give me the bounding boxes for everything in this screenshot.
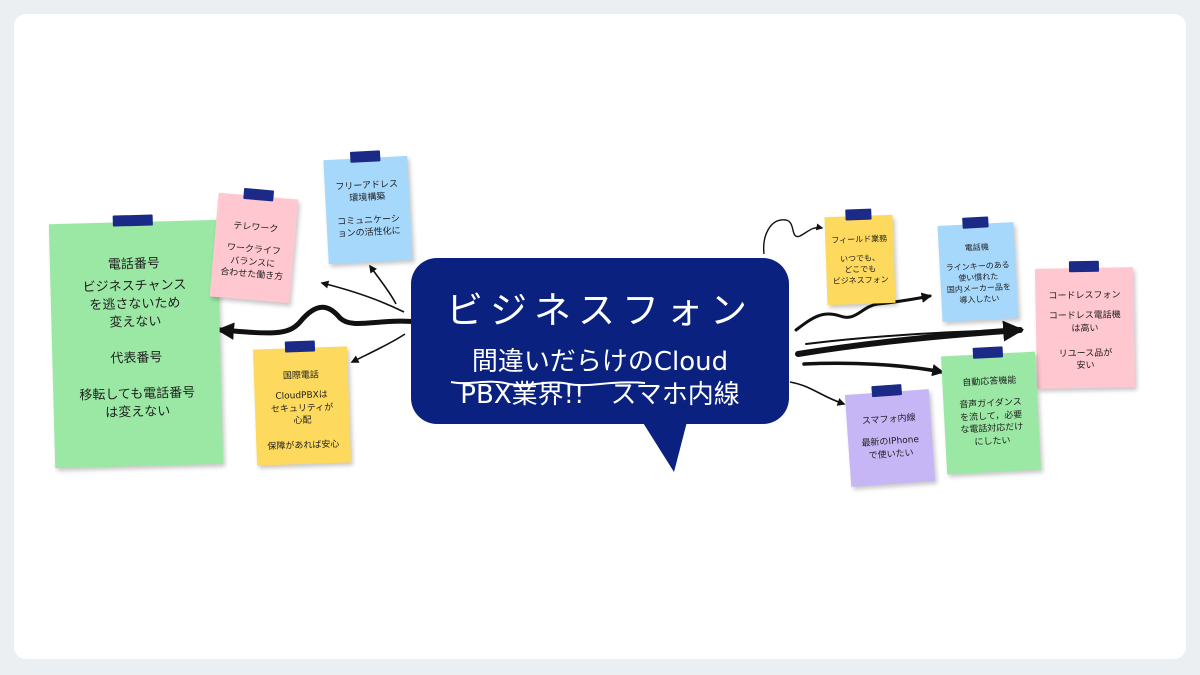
tape bbox=[972, 346, 1004, 359]
note-title: 自動応答機能 bbox=[962, 375, 1017, 389]
tape bbox=[871, 384, 903, 398]
note-smartphone-ext: スマフォ内線 最新のIPhone で使いたい bbox=[844, 384, 936, 487]
tape bbox=[962, 216, 989, 229]
arrow-to-field-work bbox=[763, 219, 824, 255]
note-intl-call: 国際電話 CloudPBXは セキュリティが 心配 保障があれば安心 bbox=[253, 340, 351, 466]
note-cordless: コードレスフォン コードレス電話機 は高い リユース品が 安い bbox=[1034, 260, 1136, 389]
tape bbox=[845, 208, 872, 221]
center-subtitle: 間違いだらけのCloud PBX業界!! スマホ内線 bbox=[460, 347, 740, 410]
tape bbox=[1068, 260, 1100, 273]
note-field-work: フィールド業務 いつでも、 どこでも ビジネスフォン bbox=[824, 208, 896, 306]
arrow-to-telework bbox=[320, 280, 405, 313]
note-body: CloudPBXは セキュリティが 心配 保障があれば安心 bbox=[267, 390, 340, 453]
arrow-to-cordless bbox=[795, 320, 1025, 357]
note-phone-number: 電話番号 ビジネスチャンス を逃さないため 変えない 代表番号 移転しても電話番… bbox=[48, 214, 224, 469]
note-body: 最新のIPhone で使いたい bbox=[861, 435, 920, 462]
tape bbox=[349, 150, 381, 163]
note-body: コミュニケーシ ョンの活性化に bbox=[336, 214, 401, 240]
center-title: ビジネスフォン bbox=[446, 289, 754, 332]
arrow-to-phone-number bbox=[216, 304, 421, 340]
center-speech-bubble: ビジネスフォン 間違いだらけのCloud PBX業界!! スマホ内線 bbox=[411, 258, 789, 424]
note-title: 国際電話 bbox=[282, 370, 320, 382]
note-title: 電話番号 bbox=[107, 256, 161, 273]
note-free-address: フリーアドレス 環境構築 コミュニケーシ ョンの活性化に bbox=[323, 150, 413, 265]
note-title: コードレスフォン bbox=[1048, 290, 1121, 302]
note-title: スマフォ内線 bbox=[861, 413, 916, 427]
note-title: フィールド業務 bbox=[831, 234, 888, 245]
arrow-to-intl-call bbox=[350, 333, 406, 363]
arrow-to-cordless-shadow bbox=[805, 329, 1011, 345]
arrow-to-auto-answer bbox=[802, 361, 945, 377]
arrow-to-phone-device bbox=[794, 292, 933, 332]
note-body: 音声ガイダンス を流して，必要 な電話対応だけ にしたい bbox=[959, 397, 1024, 448]
note-auto-answer: 自動応答機能 音声ガイダンス を流して，必要 な電話対応だけ にしたい bbox=[940, 346, 1042, 475]
tape bbox=[284, 340, 316, 353]
arrow-to-free-address bbox=[369, 264, 397, 305]
note-body: ラインキーのある 使い慣れた 国内メーカー品を 導入したい bbox=[945, 260, 1012, 306]
handwritten-underline bbox=[450, 380, 646, 387]
note-telework: テレワーク ワークライフ バランスに 合わせた働き方 bbox=[209, 187, 299, 304]
note-body: コードレス電話機 は高い リユース品が 安い bbox=[1048, 310, 1121, 372]
arrow-to-smartphone-ext bbox=[789, 381, 846, 406]
note-title: 電話機 bbox=[964, 242, 989, 253]
note-phone-device: 電話機 ラインキーのある 使い慣れた 国内メーカー品を 導入したい bbox=[937, 216, 1019, 322]
note-body: ビジネスチャンス を逃さないため 変えない 代表番号 移転しても電話番号 は変え… bbox=[79, 277, 196, 421]
tape bbox=[243, 187, 275, 202]
note-title: テレワーク bbox=[232, 221, 279, 236]
note-title: フリーアドレス 環境構築 bbox=[335, 179, 399, 205]
note-body: いつでも、 どこでも ビジネスフォン bbox=[832, 253, 889, 287]
tape bbox=[112, 214, 153, 227]
note-body: ワークライフ バランスに 合わせた働き方 bbox=[219, 243, 284, 283]
